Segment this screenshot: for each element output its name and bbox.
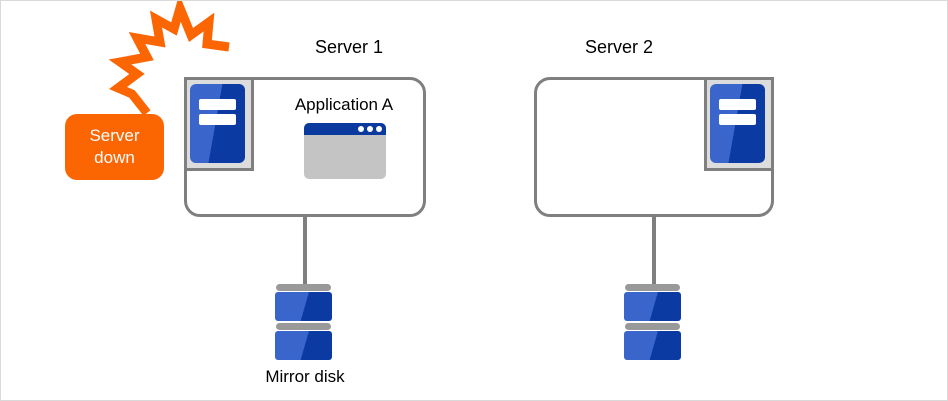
tower-slot-bar	[199, 114, 236, 125]
disk-cap	[625, 284, 680, 291]
server-down-badge: Server down	[65, 114, 164, 180]
disk-cap	[276, 284, 331, 291]
tower-slot-bar	[199, 99, 236, 110]
disk-cap	[276, 323, 331, 330]
application-label: Application A	[294, 95, 394, 114]
tower-slot-bar	[719, 99, 756, 110]
server2-label: Server 2	[584, 37, 654, 57]
mirror-disk-icon-server1	[275, 284, 332, 361]
titlebar-dot-icon	[358, 126, 364, 132]
server-down-badge-line1: Server	[89, 126, 140, 145]
disk-platter	[275, 331, 332, 360]
mirror-disk-icon-server2	[624, 284, 681, 361]
tower-slot-bar	[719, 114, 756, 125]
disk-cap	[625, 323, 680, 330]
server1-tower-icon-frame	[184, 77, 254, 171]
server1-disk-connector-line	[303, 215, 307, 285]
server-tower-icon	[190, 84, 245, 163]
titlebar-dot-icon	[376, 126, 382, 132]
mirror-disk-label: Mirror disk	[265, 367, 345, 386]
disk-platter	[624, 331, 681, 360]
application-window-titlebar	[304, 123, 386, 135]
server2-tower-icon-frame	[704, 77, 774, 171]
titlebar-dot-icon	[367, 126, 373, 132]
server-down-badge-line2: down	[94, 148, 135, 167]
server-tower-icon	[710, 84, 765, 163]
disk-platter	[275, 292, 332, 321]
server2-disk-connector-line	[652, 215, 656, 285]
application-window-icon	[304, 123, 386, 179]
server1-label: Server 1	[314, 37, 384, 57]
disk-platter	[624, 292, 681, 321]
